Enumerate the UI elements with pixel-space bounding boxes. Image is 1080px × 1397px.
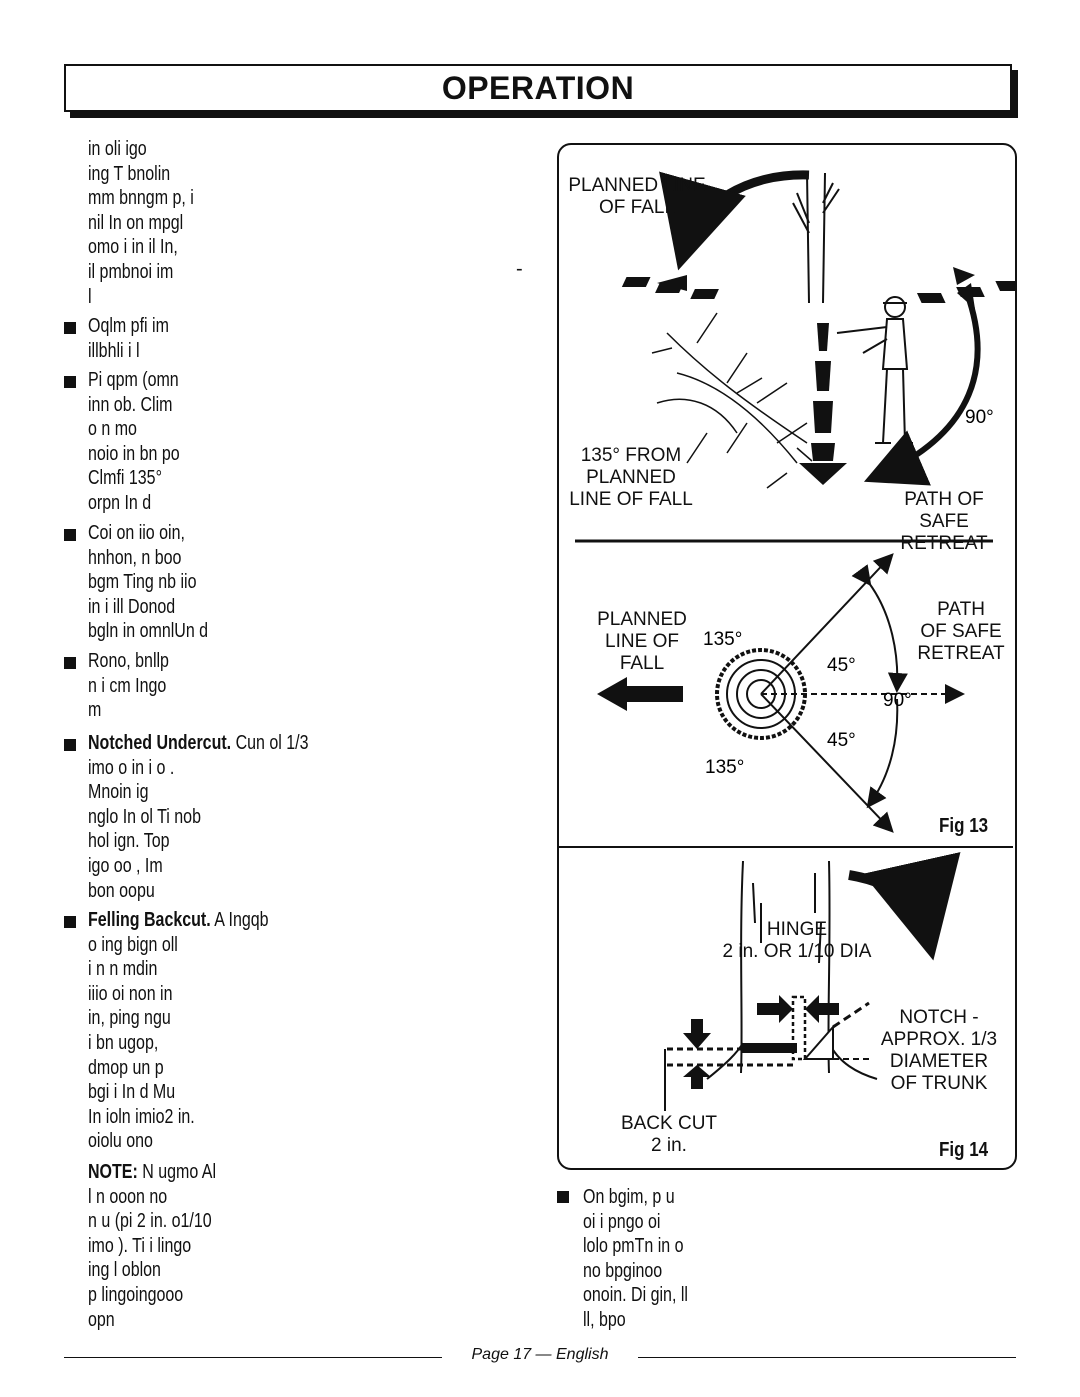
bullet-square-icon bbox=[64, 322, 76, 334]
fig13-angle-90: 90° bbox=[883, 690, 912, 711]
figure-drawing: 90° 135° 45° 90° 45° 135° bbox=[575, 170, 1015, 1111]
fig14-notch-label: NOTCH - APPROX. 1/3 DIAMETER OF TRUNK bbox=[880, 1007, 998, 1094]
bullet-square-icon bbox=[64, 739, 76, 751]
line-lower-135 bbox=[760, 693, 894, 833]
bullet-square-icon bbox=[64, 916, 76, 928]
safe-retreat-arc-arrow bbox=[863, 291, 981, 486]
note-body: N ugmo Al l n ooon no n u (pi 2 in. o1/1… bbox=[88, 1161, 217, 1331]
fall-curve-arrow-icon bbox=[848, 852, 961, 961]
felling-figure: 90° 135° 45° 90° 45° 135° PLANNED LINE O… bbox=[557, 143, 1017, 1170]
tree-icon bbox=[792, 172, 840, 304]
fig13-angle-135-lower: 135° bbox=[705, 757, 744, 778]
page-footer: Page 17 — English bbox=[471, 1346, 609, 1363]
right-bullet-paragraph: On bgim, p u oi i pngo oi lolo pmTn in o… bbox=[583, 1186, 688, 1331]
section-header: OPERATION bbox=[64, 64, 1012, 112]
bullet-body: A Ingqb o ing bign oll i n n mdin iiio o… bbox=[88, 909, 269, 1153]
bullet-square-icon bbox=[64, 529, 76, 541]
fig13-planned-line-of-fall: PLANNED LINE OF FALL bbox=[597, 609, 687, 674]
bullet-body: Cun ol 1/3 imo o in i o . Mnoin ig nglo … bbox=[88, 732, 309, 902]
bullet-square-icon bbox=[64, 376, 76, 388]
bullet-lead: Notched Undercut. bbox=[88, 732, 232, 754]
bullet-item: Rono, bnllp n i cm Ingo m bbox=[88, 650, 169, 722]
bullet-lead: Felling Backcut. bbox=[88, 909, 211, 931]
bullet-item: Pi qpm (omn inn ob. Clim o n mo noio in … bbox=[88, 369, 180, 514]
backcut-arrow-down-icon bbox=[683, 1019, 711, 1049]
fig14-caption: Fig 14 bbox=[939, 1139, 989, 1161]
fig13-path-of-safe-retreat: PATH OF SAFE RETREAT bbox=[917, 599, 1005, 664]
retreat-direction-dashes bbox=[799, 323, 847, 485]
bullet-square-icon bbox=[64, 657, 76, 669]
fig13-planned-line-of-fall-top: PLANNED LINE OF FALL bbox=[568, 175, 706, 218]
bullet-item: Coi on iio oin, hnhon, n boo bgm Ting nb… bbox=[88, 522, 209, 643]
fall-direction-curve-arrow bbox=[659, 170, 810, 271]
bullet-item: Oqlm pfi im illbhli i l bbox=[88, 315, 169, 362]
hinge-box bbox=[791, 995, 807, 1061]
bullet-square-icon bbox=[557, 1191, 569, 1203]
intro-paragraph: in oli igo ing T bnolin mm bnngm p, i ni… bbox=[88, 138, 194, 308]
arc-upper bbox=[851, 564, 908, 693]
fig13-angle-90-top: 90° bbox=[965, 407, 994, 428]
fig13-135-from-planned: 135° FROM PLANNED LINE OF FALL bbox=[569, 445, 693, 510]
hinge-arrow-right-icon bbox=[805, 995, 839, 1023]
note-lead: NOTE: bbox=[88, 1161, 138, 1183]
fig13-path-of-safe-retreat-top: PATH OF SAFE RETREAT bbox=[900, 489, 988, 554]
backcut-arrow-up-icon bbox=[683, 1065, 711, 1089]
arc-arrow-head-top bbox=[957, 283, 975, 309]
intro-dash: - bbox=[516, 258, 523, 280]
planned-line-of-fall-dashes bbox=[621, 267, 1015, 303]
hinge-arrow-left-icon bbox=[757, 995, 793, 1023]
bullet-item-felling-backcut: Felling Backcut. A Ingqb o ing bign oll … bbox=[88, 908, 424, 1154]
notch-dashed-line bbox=[832, 1001, 870, 1029]
fall-direction-arrow-icon bbox=[597, 677, 683, 711]
chainsaw-bar-icon bbox=[741, 1043, 797, 1053]
notch-wedge bbox=[802, 1024, 834, 1060]
fig13-angle-135-upper: 135° bbox=[703, 629, 742, 650]
fallen-tree-branches-icon bbox=[651, 312, 813, 489]
arc-lower bbox=[866, 698, 899, 809]
fig13-angle-45-lower: 45° bbox=[827, 730, 856, 751]
figure-divider bbox=[559, 846, 1013, 848]
fig13-angle-45-upper: 45° bbox=[827, 655, 856, 676]
line-upper-135 bbox=[760, 553, 894, 695]
fig14-back-cut-label: BACK CUT 2 in. bbox=[620, 1113, 718, 1156]
note-paragraph: NOTE: N ugmo Al l n ooon no n u (pi 2 in… bbox=[88, 1160, 424, 1332]
bullet-item-notched-undercut: Notched Undercut. Cun ol 1/3 imo o in i … bbox=[88, 731, 424, 903]
fig14-hinge-label: HINGE 2 in. OR 1/10 DIA bbox=[722, 919, 872, 962]
operator-figure-icon bbox=[836, 296, 913, 444]
fig13-caption: Fig 13 bbox=[939, 815, 989, 837]
footer-rule-left bbox=[64, 1357, 442, 1358]
footer-rule-right bbox=[638, 1357, 1016, 1358]
figure-frame bbox=[557, 143, 1017, 1170]
section-title: OPERATION bbox=[441, 70, 635, 106]
